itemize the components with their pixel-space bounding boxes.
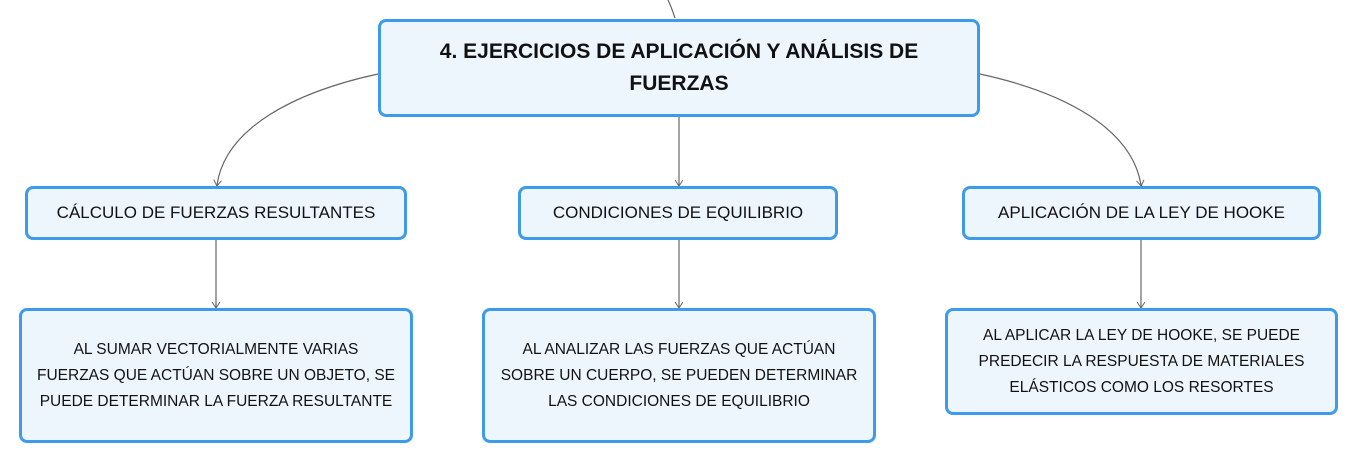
subtopic-text-calculo-fuerzas: AL SUMAR VECTORIALMENTE VARIAS FUERZAS Q… (37, 340, 395, 410)
connector-root-to-hooke (979, 73, 1141, 185)
subtopic-text-ley-hooke: AL APLICAR LA LEY DE HOOKE, SE PUEDE PRE… (978, 326, 1305, 396)
topic-node-ley-hooke[interactable]: APLICACIÓN DE LA LEY DE HOOKE (962, 186, 1321, 240)
subtopic-text-condiciones-equilibrio: AL ANALIZAR LAS FUERZAS QUE ACTÚAN SOBRE… (500, 340, 858, 410)
topic-node-condiciones-equilibrio[interactable]: CONDICIONES DE EQUILIBRIO (518, 186, 838, 240)
subtopic-node-condiciones-equilibrio[interactable]: AL ANALIZAR LAS FUERZAS QUE ACTÚAN SOBRE… (482, 308, 876, 443)
topic-label-condiciones-equilibrio: CONDICIONES DE EQUILIBRIO (552, 203, 804, 222)
root-topic-label: 4. EJERCICIOS DE APLICACIÓN Y ANÁLISIS D… (439, 40, 919, 95)
topic-label-calculo-fuerzas: CÁLCULO DE FUERZAS RESULTANTES (56, 203, 376, 222)
connector-root-to-calc (217, 73, 379, 185)
connector-parent-to-root (667, 0, 676, 19)
root-topic-node[interactable]: 4. EJERCICIOS DE APLICACIÓN Y ANÁLISIS D… (378, 19, 980, 117)
topic-node-calculo-fuerzas[interactable]: CÁLCULO DE FUERZAS RESULTANTES (25, 186, 407, 240)
subtopic-node-calculo-fuerzas[interactable]: AL SUMAR VECTORIALMENTE VARIAS FUERZAS Q… (19, 308, 413, 443)
topic-label-ley-hooke: APLICACIÓN DE LA LEY DE HOOKE (998, 203, 1285, 222)
subtopic-node-ley-hooke[interactable]: AL APLICAR LA LEY DE HOOKE, SE PUEDE PRE… (945, 308, 1338, 415)
